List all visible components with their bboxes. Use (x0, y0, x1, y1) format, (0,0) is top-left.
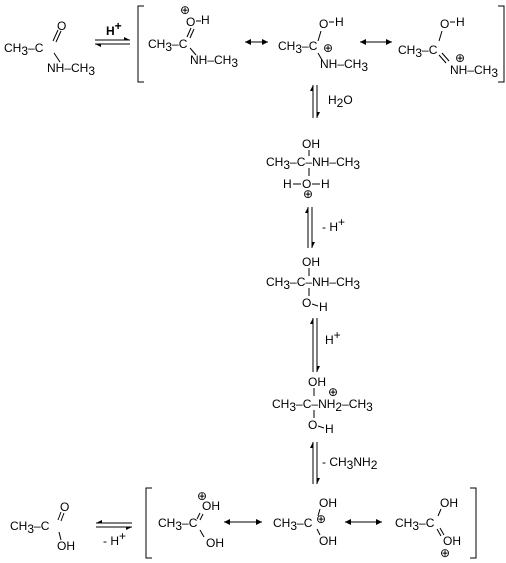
svg-text:OH: OH (319, 496, 337, 510)
resonance-arrow-4 (345, 519, 382, 525)
svg-text:⊕: ⊕ (328, 385, 338, 399)
bracket-right-2 (470, 487, 477, 559)
svg-text:O: O (302, 177, 311, 191)
resonance-protonated-acid: ⊕ OH CH3–C OH (158, 489, 224, 550)
svg-text:⊕: ⊕ (440, 546, 450, 560)
svg-text:O: O (57, 19, 66, 33)
reagent-step6: - H+ (103, 529, 126, 548)
resonance-acid-lower-oxonium: OH CH3–C OH ⊕ (395, 496, 461, 560)
resonance-arrow-2 (360, 39, 392, 45)
svg-text:OH: OH (302, 137, 320, 151)
svg-text:OH: OH (443, 534, 461, 548)
equilibrium-arrow-step3: - H+ (305, 207, 345, 248)
svg-text:CH3–C: CH3–C (148, 37, 188, 54)
equilibrium-arrow-step2: H2O (310, 85, 353, 118)
svg-text:O: O (186, 15, 195, 29)
svg-text:⊕: ⊕ (455, 51, 465, 65)
svg-text:CH3–C–NH–CH3: CH3–C–NH–CH3 (266, 155, 360, 172)
reagent-step1: H+ (106, 19, 122, 38)
svg-text:H: H (201, 13, 210, 27)
svg-text:OH: OH (206, 536, 224, 550)
svg-text:H: H (319, 300, 328, 314)
svg-text:CH3–C: CH3–C (273, 516, 313, 533)
resonance-arrow-3 (224, 519, 262, 525)
equilibrium-arrow-step5: - CH3NH2 (310, 442, 378, 484)
svg-text:OH: OH (202, 499, 220, 513)
bracket-left-2 (145, 487, 152, 559)
reagent-step4: H+ (325, 328, 341, 347)
svg-text:H: H (335, 15, 344, 29)
svg-text:CH3–C: CH3–C (395, 516, 435, 533)
svg-text:H: H (456, 15, 465, 29)
svg-text:CH3–C: CH3–C (278, 39, 318, 56)
tetrahedral-ammonium: OH ⊕ CH3–C–NH2–CH3 O H (272, 375, 373, 436)
resonance-acid-carbocation: OH CH3–C ⊕ OH (273, 496, 337, 548)
svg-text:CH3–C: CH3–C (398, 43, 438, 60)
svg-text:⊕: ⊕ (180, 3, 190, 17)
svg-text:CH3–C–NH–CH3: CH3–C–NH–CH3 (266, 275, 360, 292)
svg-text:CH3–C: CH3–C (4, 41, 44, 58)
equilibrium-arrow-step1: H+ (95, 19, 130, 47)
acetic-acid: CH3–C O OH (10, 500, 75, 553)
resonance-iminium: O H CH3–C ⊕ NH–CH3 (398, 15, 498, 80)
svg-text:O: O (319, 17, 328, 31)
equilibrium-arrow-step4: H+ (310, 318, 341, 372)
bracket-left-1 (137, 5, 144, 83)
svg-text:⊕: ⊕ (316, 512, 326, 526)
bracket-right-1 (498, 5, 505, 83)
svg-text:NH–CH3: NH–CH3 (190, 53, 238, 70)
resonance-oxonium: ⊕ O H CH3–C NH–CH3 (148, 3, 238, 70)
svg-text:O: O (308, 418, 317, 432)
resonance-carbocation: O H CH3–C ⊕ NH–CH3 (278, 15, 368, 74)
svg-text:CH3–C: CH3–C (10, 519, 50, 536)
svg-text:NH–CH3: NH–CH3 (450, 63, 498, 80)
svg-text:⊕: ⊕ (323, 41, 333, 55)
svg-text:H: H (325, 422, 334, 436)
svg-text:OH: OH (319, 534, 337, 548)
tetrahedral-oxonium: OH CH3–C–NH–CH3 H O H ⊕ (266, 137, 360, 201)
resonance-arrow-1 (245, 39, 268, 45)
reagent-step3: - H+ (322, 215, 345, 234)
svg-text:NH–CH3: NH–CH3 (320, 57, 368, 74)
tetrahedral-intermediate: OH CH3–C–NH–CH3 O H (266, 255, 360, 314)
reagent-step2: H2O (328, 93, 353, 110)
svg-text:NH–CH3: NH–CH3 (47, 61, 95, 78)
svg-text:⊕: ⊕ (303, 187, 313, 201)
equilibrium-arrow-step6: - H+ (96, 520, 132, 548)
svg-text:H: H (321, 177, 330, 191)
reagent-step5: - CH3NH2 (322, 455, 378, 472)
svg-text:CH3–C: CH3–C (158, 516, 198, 533)
svg-text:OH: OH (440, 496, 458, 510)
n-methylacetamide: CH3–C O NH–CH3 (4, 19, 95, 78)
svg-text:O: O (302, 296, 311, 310)
svg-text:O: O (60, 500, 69, 514)
svg-text:OH: OH (57, 539, 75, 553)
svg-text:OH: OH (308, 375, 326, 389)
svg-text:H: H (283, 177, 292, 191)
svg-text:OH: OH (302, 255, 320, 269)
svg-text:CH3–C–NH2–CH3: CH3–C–NH2–CH3 (272, 397, 373, 414)
svg-text:⊕: ⊕ (197, 489, 207, 503)
svg-text:O: O (440, 17, 449, 31)
